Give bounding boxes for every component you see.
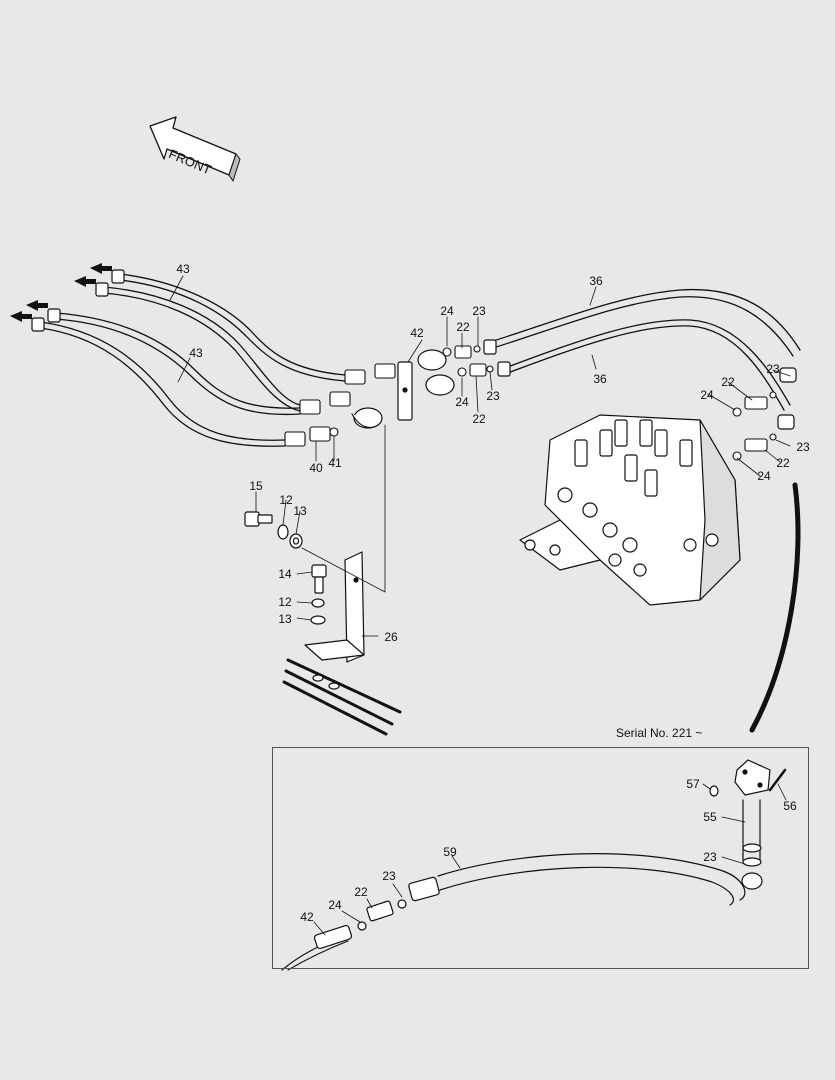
callout-13-upper: 13 (293, 504, 307, 518)
callout-42: 42 (410, 326, 424, 340)
inset-callout-55: 55 (703, 810, 717, 824)
hose-36-group (489, 288, 801, 411)
callout-23-d: 23 (796, 440, 810, 454)
nipple-fittings (284, 345, 494, 447)
callout-43-lower: 43 (189, 346, 203, 360)
adapter-42 (351, 349, 455, 429)
inset-callout-59: 59 (443, 845, 457, 859)
callout-22-c: 22 (721, 375, 735, 389)
callout-12-lower: 12 (278, 595, 292, 609)
flow-arrow-icons (10, 263, 112, 322)
callout-24-d: 24 (757, 469, 771, 483)
frame-rails (282, 658, 402, 736)
hose-36-fittings (483, 339, 797, 430)
inset-leader-lines (313, 783, 787, 936)
callout-24-b: 24 (455, 395, 469, 409)
callout-15: 15 (249, 479, 263, 493)
hose-end-fittings (31, 269, 125, 332)
callout-41: 41 (328, 456, 342, 470)
inset-callout-57: 57 (686, 777, 700, 791)
front-arrow-icon (149, 116, 241, 182)
inset-callout-24: 24 (328, 898, 342, 912)
control-valve-block (519, 414, 741, 606)
callout-24-c: 24 (700, 388, 714, 402)
valve-port-fittings (732, 391, 777, 461)
callout-23-b: 23 (486, 389, 500, 403)
callout-13-lower: 13 (278, 612, 292, 626)
hose-43-group (39, 273, 346, 447)
callout-23-c: 23 (766, 362, 780, 376)
inset-callout-56: 56 (783, 799, 797, 813)
callout-22-d: 22 (776, 456, 790, 470)
inset-callout-42: 42 (300, 910, 314, 924)
callout-12-upper: 12 (279, 493, 293, 507)
serial-inset-frame (272, 747, 809, 969)
inset-callout-23-right: 23 (703, 850, 717, 864)
callout-22-b: 22 (472, 412, 486, 426)
callout-36-upper: 36 (589, 274, 603, 288)
mounting-hardware (244, 511, 327, 625)
callout-40: 40 (309, 461, 323, 475)
serial-number-note: Serial No. 221 ~ (616, 726, 703, 740)
serial-change-leader (749, 482, 801, 733)
inset-callout-23-left: 23 (382, 869, 396, 883)
callout-36-lower: 36 (593, 372, 607, 386)
callout-23-a: 23 (472, 304, 486, 318)
inset-drawing (281, 759, 787, 971)
leader-lines (169, 275, 791, 637)
callout-14: 14 (278, 567, 292, 581)
callout-22-a: 22 (456, 320, 470, 334)
callout-24-a: 24 (440, 304, 454, 318)
inset-callout-22: 22 (354, 885, 368, 899)
callout-43-upper: 43 (176, 262, 190, 276)
bracket-26 (304, 551, 365, 663)
callout-26: 26 (384, 630, 398, 644)
